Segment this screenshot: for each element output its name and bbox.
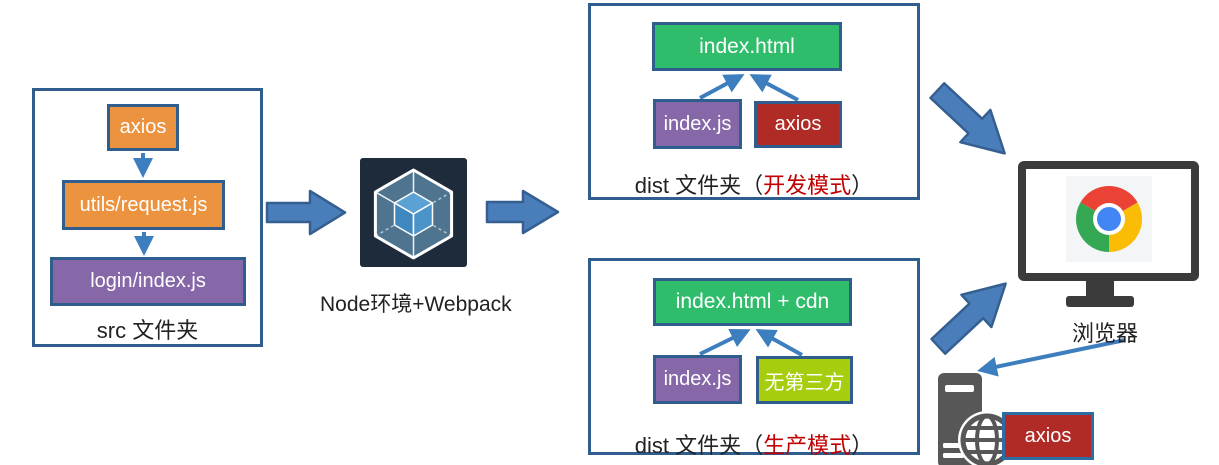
node-label: 无第三方 (764, 371, 845, 394)
block-arrow-src-to-webpack (265, 189, 347, 236)
dist-prod-caption: dist 文件夹（生产模式） (588, 428, 920, 460)
node-no-third-party: 无第三方 (756, 356, 853, 404)
server-icon (938, 373, 1016, 465)
arrow-indexjs-to-html-dev (699, 74, 745, 100)
dist-dev-caption: dist 文件夹（开发模式） (588, 168, 920, 200)
node-axios-dev: axios (754, 101, 842, 148)
block-arrow-prod-to-browser (930, 282, 1007, 355)
arrow-axios-to-html-dev (749, 74, 799, 102)
node-label: index.html (699, 34, 795, 58)
globe-icon (958, 411, 1016, 465)
node-label: axios (774, 113, 822, 135)
webpack-cube-icon (360, 158, 467, 267)
node-label: utils/request.js (79, 193, 208, 216)
caption-suffix: ） (851, 173, 874, 198)
node-index-js-dev: index.js (653, 99, 742, 149)
caption-mode-dev: 开发模式 (763, 173, 852, 198)
node-index-html-dev: index.html (652, 22, 842, 71)
node-index-js-prod: index.js (653, 355, 742, 404)
caption-suffix: ） (851, 433, 874, 458)
node-label: index.js (663, 368, 732, 390)
browser-caption: 浏览器 (1071, 321, 1138, 346)
node-login-index: login/index.js (50, 257, 246, 306)
webpack-caption: Node环境+Webpack (320, 293, 512, 316)
node-label: index.js (663, 112, 732, 135)
monitor-base (1066, 296, 1134, 307)
arrow-browser-to-server (977, 338, 1126, 377)
chrome-icon (1066, 176, 1152, 262)
block-arrow-webpack-to-dist (485, 189, 560, 235)
src-folder-caption: src 文件夹 (96, 318, 199, 343)
block-arrow-dev-to-browser (929, 82, 1006, 155)
caption-mode-prod: 生产模式 (763, 433, 852, 458)
node-axios-server: axios (1002, 412, 1094, 460)
node-label: axios (119, 116, 167, 138)
node-index-html-cdn: index.html + cdn (653, 278, 852, 326)
node-label: login/index.js (90, 270, 206, 292)
node-label: axios (1024, 424, 1072, 447)
arrow-nothird-to-html-prod (755, 329, 803, 357)
caption-prefix: dist 文件夹（ (634, 433, 764, 458)
node-utils-request: utils/request.js (62, 180, 225, 230)
node-label: index.html + cdn (675, 290, 830, 313)
monitor-stand (1086, 281, 1114, 297)
caption-prefix: dist 文件夹（ (634, 173, 764, 198)
node-axios-src: axios (107, 104, 179, 151)
arrow-indexjs-to-html-prod (699, 329, 751, 356)
